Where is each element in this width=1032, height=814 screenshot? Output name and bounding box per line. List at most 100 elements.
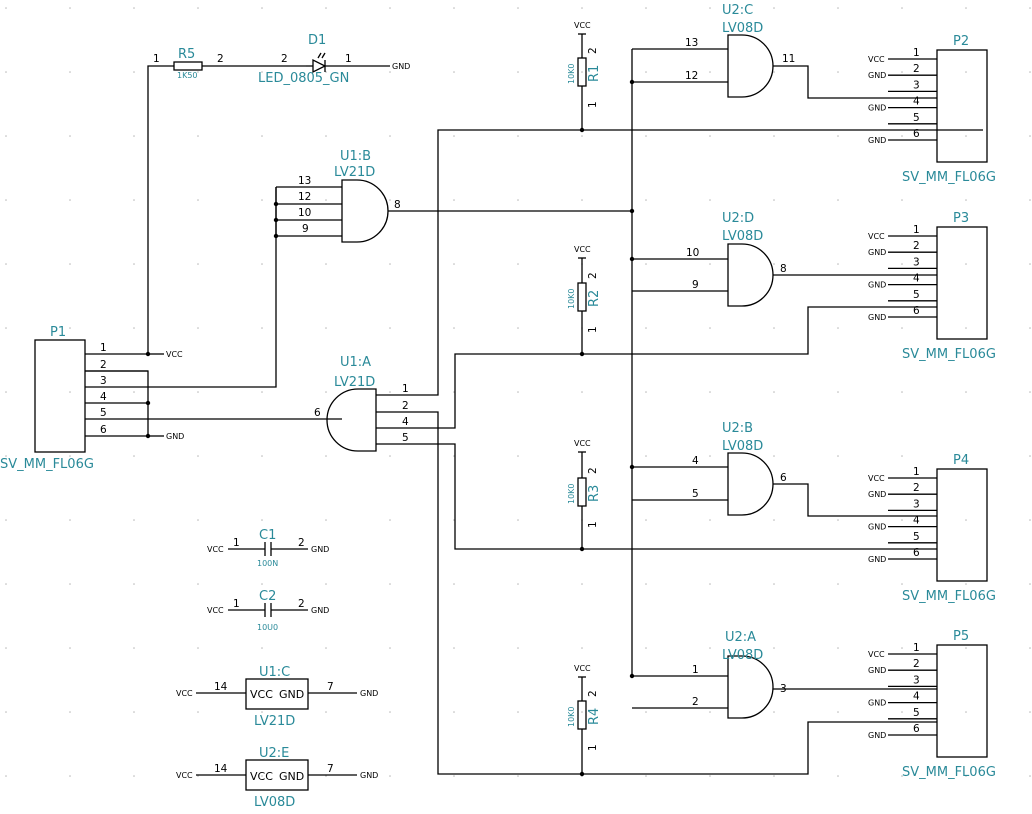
u1c-body[interactable]	[245, 678, 309, 710]
grid-dot	[837, 7, 839, 9]
p1-body[interactable]	[34, 339, 86, 453]
p1-pin-number: 2	[100, 359, 107, 371]
u2c-body[interactable]	[727, 34, 774, 98]
u2a-body[interactable]	[727, 655, 774, 719]
u2e-ref: U2:E	[259, 746, 289, 761]
grid-dot	[133, 7, 135, 9]
u1a-pin-2: 2	[402, 400, 409, 412]
grid-dot	[389, 7, 391, 9]
r5-body[interactable]	[173, 61, 203, 71]
u2b-body[interactable]	[727, 452, 774, 516]
grid-dot	[261, 583, 263, 585]
r1-pin2: 2	[587, 47, 599, 54]
grid-dot	[325, 199, 327, 201]
r3-body[interactable]	[577, 477, 587, 507]
p1-vcc-label: VCC	[166, 350, 183, 359]
grid-dot	[1029, 583, 1031, 585]
grid-dot	[901, 519, 903, 521]
r4-vcc-label: VCC	[574, 664, 591, 673]
p4-pin-number: 4	[913, 515, 920, 527]
grid-dot	[133, 71, 135, 73]
grid-dot	[261, 199, 263, 201]
u2a-pin-in1: 1	[692, 664, 699, 676]
p3-body[interactable]	[936, 226, 988, 340]
grid-dot	[1029, 519, 1031, 521]
u1a-pin5-wire	[376, 443, 937, 550]
grid-dot	[837, 647, 839, 649]
grid-dot	[389, 135, 391, 137]
p4-body[interactable]	[936, 468, 988, 582]
grid-dot	[261, 391, 263, 393]
grid-dot	[965, 583, 967, 585]
grid-dot	[709, 327, 711, 329]
junction-dot	[579, 351, 585, 357]
grid-dot	[261, 519, 263, 521]
grid-dot	[709, 135, 711, 137]
grid-dot	[325, 583, 327, 585]
grid-dot	[69, 7, 71, 9]
r4-body[interactable]	[577, 700, 587, 730]
grid-dot	[1029, 7, 1031, 9]
grid-dot	[773, 711, 775, 713]
grid-dot	[581, 199, 583, 201]
grid-dot	[453, 327, 455, 329]
r3-value: 10K0	[567, 483, 576, 504]
grid-dot	[133, 647, 135, 649]
grid-dot	[5, 199, 7, 201]
u2d-value: LV08D	[722, 229, 763, 244]
r2-body[interactable]	[577, 282, 587, 312]
grid-dot	[325, 647, 327, 649]
capacitor-c1: C1 100N 1 2 VCC GND	[207, 528, 329, 568]
p1-value: SV_MM_FL06G	[0, 457, 94, 472]
grid-dot	[645, 583, 647, 585]
grid-dot	[133, 775, 135, 777]
p4-value: SV_MM_FL06G	[902, 589, 996, 604]
p3-gnd-label: GND	[868, 313, 886, 322]
u1a-value: LV21D	[334, 375, 375, 390]
junction-dot	[273, 201, 279, 207]
grid-dot	[5, 647, 7, 649]
pullup-resistors: VCCR110K021VCCR210K021VCCR310K021VCCR410…	[567, 21, 602, 774]
d1-gnd-label: GND	[392, 62, 410, 71]
grid-dot	[133, 711, 135, 713]
p4-gnd-label: GND	[868, 490, 886, 499]
grid-dot	[773, 647, 775, 649]
p5-vcc-label: VCC	[868, 650, 885, 659]
grid-dot	[69, 71, 71, 73]
u2a-pin-in2: 2	[692, 696, 699, 708]
u1b-body[interactable]	[341, 179, 389, 243]
p1-pin-number: 4	[100, 391, 107, 403]
junction-dot	[629, 256, 635, 262]
r3-vcc-label: VCC	[574, 439, 591, 448]
u1c-pin7: 7	[327, 681, 334, 693]
u1a-body[interactable]	[326, 388, 377, 452]
u2d-body[interactable]	[727, 243, 774, 307]
grid-dot	[965, 263, 967, 265]
p2-pin-number: 6	[913, 128, 920, 140]
p3-pin-number: 5	[913, 289, 920, 301]
u1c-vcc-net: VCC	[176, 689, 193, 698]
grid-dot	[645, 327, 647, 329]
grid-dot	[453, 263, 455, 265]
grid-dot	[709, 711, 711, 713]
grid-dot	[645, 263, 647, 265]
p2-body[interactable]	[936, 49, 988, 163]
grid-dot	[197, 647, 199, 649]
grid-dot	[261, 327, 263, 329]
gate-u2d: U2:D LV08D 10 9 8	[632, 211, 937, 307]
grid-dot	[261, 647, 263, 649]
p3-gnd-label: GND	[868, 281, 886, 290]
c2-pin2: 2	[298, 598, 305, 610]
p5-pin-number: 2	[913, 658, 920, 670]
p1-gnd-bus	[85, 370, 149, 436]
u2d-pin-in2: 9	[692, 279, 699, 291]
grid-dot	[645, 711, 647, 713]
background-grid	[5, 7, 1031, 777]
r1-vcc-label: VCC	[574, 21, 591, 30]
grid-dot	[965, 71, 967, 73]
grid-dot	[645, 71, 647, 73]
p5-body[interactable]	[936, 644, 988, 758]
